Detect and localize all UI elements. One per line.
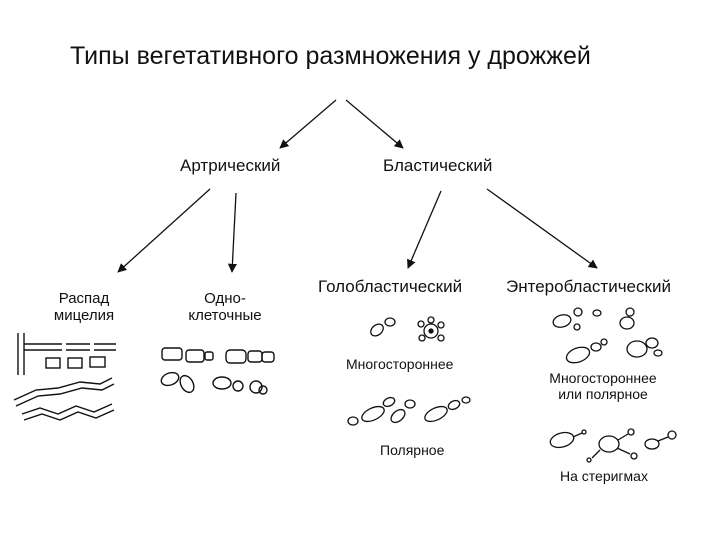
enteroblastic-sterigmata-sketch xyxy=(549,429,676,462)
arrow-to-holoblastic xyxy=(408,191,441,268)
holoblastic-polar-sketch xyxy=(348,396,470,425)
arrow-to-unicellular xyxy=(232,193,236,272)
unicellular-sketch xyxy=(159,348,274,395)
arrows xyxy=(118,100,597,272)
arrow-to-blastic xyxy=(346,100,403,148)
mycelium-breakup-sketch xyxy=(14,333,116,420)
arrow-to-mycelium xyxy=(118,189,210,272)
enteroblastic-multi-sketch xyxy=(552,308,662,366)
arrow-to-enteroblastic xyxy=(487,189,597,268)
arrow-to-arthric xyxy=(280,100,336,148)
holoblastic-multilateral-sketch xyxy=(368,317,444,341)
